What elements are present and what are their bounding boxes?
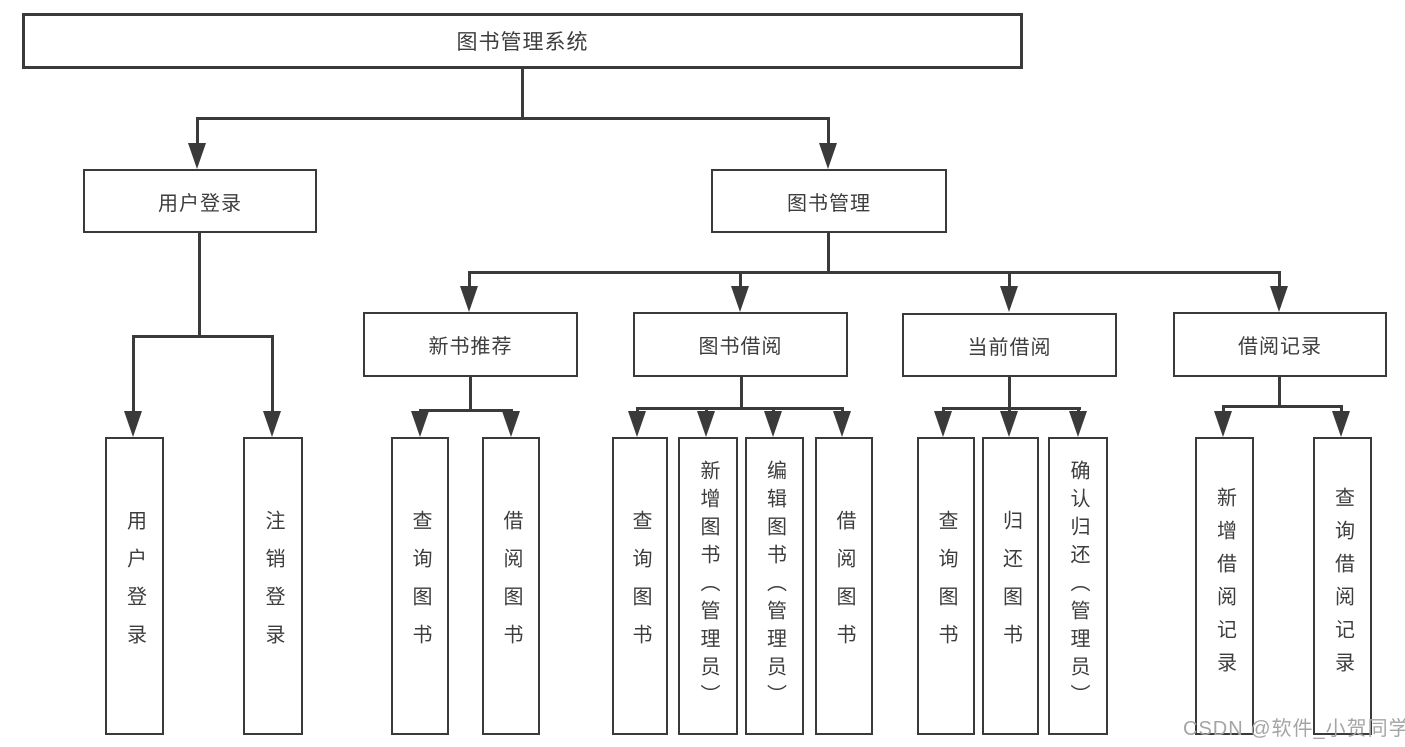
node-label: 当前借阅 — [967, 336, 1052, 359]
connector-line — [132, 335, 274, 338]
node-label: 新书推荐 — [428, 336, 513, 358]
leaf-label: 借阅图书 — [833, 510, 855, 662]
arrowhead-icon — [263, 411, 281, 437]
connector-line — [198, 233, 201, 338]
leaf-query-books-recommend: 查询图书 — [391, 437, 449, 735]
arrowhead-icon — [1270, 286, 1288, 312]
node-library-management-system: 图书管理系统 — [22, 13, 1023, 69]
leaf-label: 编辑图书（管理员） — [763, 460, 786, 712]
arrowhead-icon — [697, 411, 715, 437]
arrowhead-icon — [934, 411, 952, 437]
connector-line — [636, 407, 844, 410]
arrowhead-icon — [188, 143, 206, 169]
arrowhead-icon — [764, 411, 782, 437]
leaf-confirm-return-admin: 确认归还（管理员） — [1048, 437, 1108, 735]
connector-line — [419, 409, 513, 412]
leaf-borrow-books: 借阅图书 — [815, 437, 873, 735]
leaf-edit-books-admin: 编辑图书（管理员） — [745, 437, 804, 735]
leaf-label: 查询图书 — [935, 510, 957, 662]
connector-line — [827, 233, 830, 274]
leaf-label: 确认归还（管理员） — [1067, 460, 1089, 712]
leaf-user-login: 用户登录 — [105, 437, 164, 735]
csdn-watermark: CSDN @软件_小贺同学 — [1183, 718, 1405, 740]
leaf-borrow-books-recommend: 借阅图书 — [482, 437, 540, 735]
connector-line — [521, 69, 524, 119]
connector-line — [1222, 405, 1343, 408]
arrowhead-icon — [628, 411, 646, 437]
arrowhead-icon — [731, 286, 749, 312]
node-label: 借阅记录 — [1238, 336, 1322, 358]
leaf-query-books-current: 查询图书 — [917, 437, 975, 735]
leaf-label: 注销登录 — [262, 510, 284, 662]
arrowhead-icon — [1214, 411, 1232, 437]
connector-line — [468, 271, 1281, 274]
leaf-add-books-admin: 新增图书（管理员） — [678, 437, 738, 735]
connector-line — [942, 407, 1081, 410]
arrowhead-icon — [1069, 411, 1087, 437]
connector-line — [196, 117, 830, 120]
leaf-label: 新增借阅记录 — [1213, 487, 1236, 685]
leaf-add-borrow-record: 新增借阅记录 — [1195, 437, 1254, 735]
leaf-label: 新增图书（管理员） — [697, 460, 719, 712]
connector-line — [827, 117, 830, 163]
arrowhead-icon — [502, 411, 520, 437]
leaf-query-borrow-record: 查询借阅记录 — [1313, 437, 1372, 735]
arrowhead-icon — [1332, 411, 1350, 437]
leaf-return-books: 归还图书 — [982, 437, 1039, 735]
leaf-label: 查询图书 — [409, 510, 431, 662]
leaf-label: 查询借阅记录 — [1331, 487, 1354, 685]
connector-line — [740, 377, 743, 410]
leaf-label: 归还图书 — [999, 510, 1022, 662]
arrowhead-icon — [819, 143, 837, 169]
node-label: 用户登录 — [158, 192, 242, 215]
connector-line — [271, 335, 274, 431]
connector-line — [469, 377, 472, 412]
node-current-borrowing: 当前借阅 — [902, 313, 1117, 377]
node-label: 图书借阅 — [698, 336, 783, 358]
arrowhead-icon — [411, 411, 429, 437]
node-label: 图书管理 — [787, 192, 871, 215]
connector-line — [132, 335, 135, 431]
arrowhead-icon — [124, 411, 142, 437]
arrowhead-icon — [460, 286, 478, 312]
node-label: 图书管理系统 — [456, 31, 589, 54]
node-user-login: 用户登录 — [83, 169, 317, 233]
arrowhead-icon — [833, 411, 851, 437]
connector-line — [1278, 377, 1281, 408]
node-borrowing-records: 借阅记录 — [1173, 312, 1387, 377]
arrowhead-icon — [1000, 286, 1018, 312]
connector-line — [1008, 377, 1011, 410]
connector-line — [196, 117, 199, 163]
leaf-label: 用户登录 — [123, 510, 146, 662]
leaf-label: 借阅图书 — [500, 510, 522, 662]
leaf-label: 查询图书 — [629, 510, 651, 662]
node-book-management: 图书管理 — [711, 169, 947, 233]
node-book-borrowing: 图书借阅 — [633, 312, 848, 377]
leaf-query-books-borrowing: 查询图书 — [612, 437, 668, 735]
arrowhead-icon — [1000, 411, 1018, 437]
leaf-logout: 注销登录 — [243, 437, 303, 735]
node-new-book-recommend: 新书推荐 — [363, 312, 578, 377]
